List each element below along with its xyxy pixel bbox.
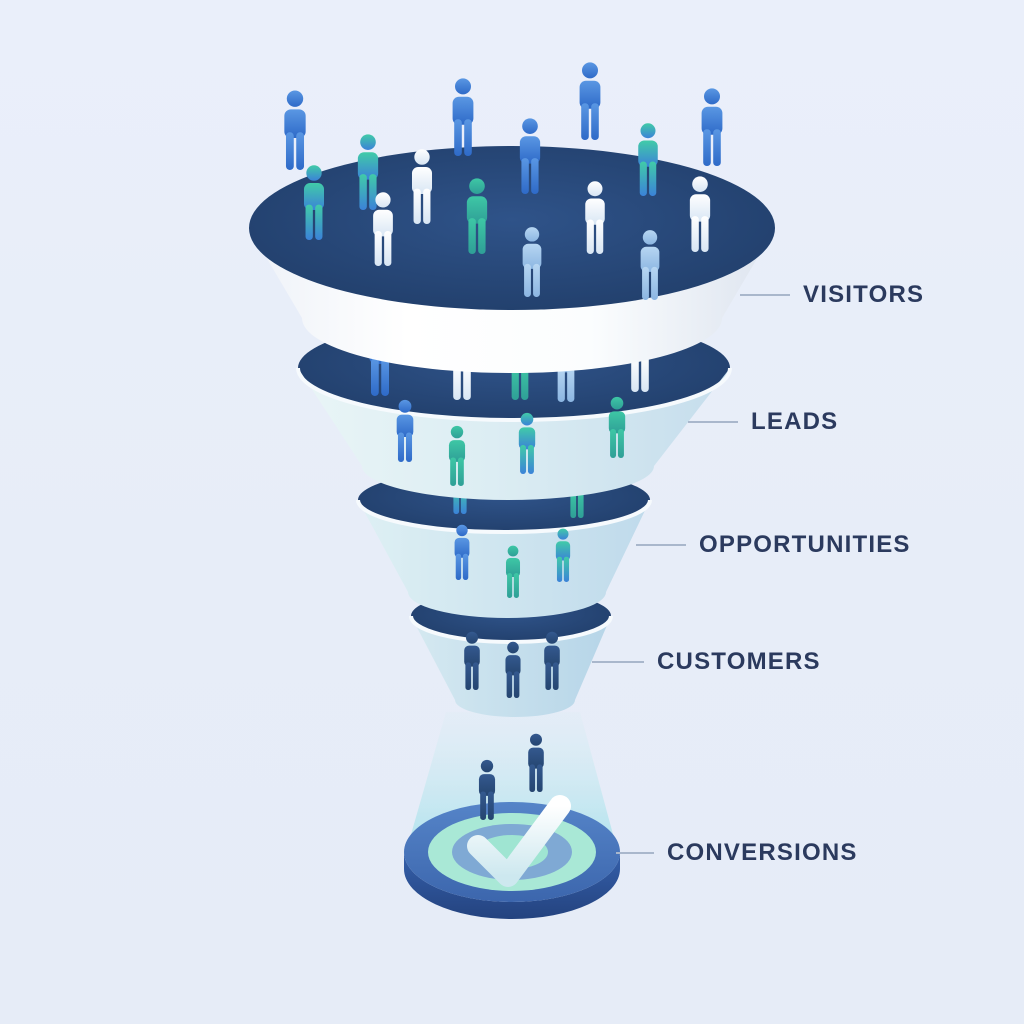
person-icon <box>284 90 306 170</box>
stage-row-opportunities: OPPORTUNITIES <box>636 531 911 559</box>
stage-label-visitors: VISITORS <box>803 281 925 308</box>
person-icon <box>452 78 474 156</box>
person-icon <box>579 62 601 141</box>
target-icon <box>404 795 620 919</box>
stage-label-opportunities: OPPORTUNITIES <box>699 531 911 558</box>
person-icon <box>701 88 723 166</box>
stage-label-customers: CUSTOMERS <box>657 648 821 675</box>
connector-line <box>688 421 738 423</box>
connector-line <box>740 294 790 296</box>
stage-label-conversions: CONVERSIONS <box>667 839 858 866</box>
funnel-tier-visitors <box>249 62 775 373</box>
stage-label-leads: LEADS <box>751 408 839 435</box>
stage-row-conversions: CONVERSIONS <box>616 839 858 867</box>
connector-line <box>616 852 654 854</box>
stage-row-customers: CUSTOMERS <box>592 648 821 676</box>
stage-row-visitors: VISITORS <box>740 281 924 309</box>
connector-line <box>636 544 686 546</box>
connector-line <box>592 661 644 663</box>
checkmark-icon <box>467 795 571 887</box>
stage-row-leads: LEADS <box>688 408 838 436</box>
